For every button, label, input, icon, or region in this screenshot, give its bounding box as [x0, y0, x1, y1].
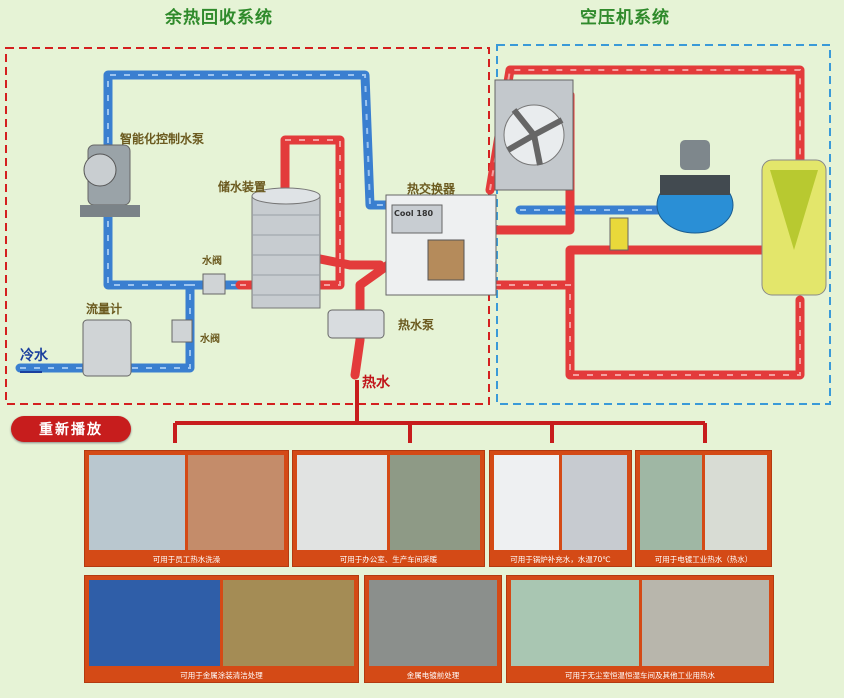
photo-panel — [705, 455, 767, 550]
waste-heat-system-boundary — [5, 47, 490, 405]
exchanger-display-text: Cool 180 — [394, 209, 434, 218]
replay-button[interactable]: 重新播放 — [11, 416, 131, 442]
filter-icon — [609, 217, 629, 251]
application-photo — [511, 580, 769, 666]
application-photo — [494, 455, 627, 550]
compressor-icon — [656, 140, 734, 234]
application-card: 可用于电镀工业热水（热水） — [635, 450, 772, 567]
application-card: 金属电镀前处理 — [364, 575, 502, 683]
cold-water-label: 冷水 — [20, 348, 48, 364]
application-photo — [297, 455, 480, 550]
valve-1-label: 水阀 — [202, 256, 222, 267]
oil-separator-tank-icon — [761, 159, 827, 296]
smart-pump-label: 智能化控制水泵 — [120, 132, 205, 146]
valve-2-label: 水阀 — [200, 334, 220, 345]
photo-panel — [640, 455, 702, 550]
application-card: 可用于金属涂装清洁处理 — [84, 575, 359, 683]
air-compressor-system-title: 空压机系统 — [580, 8, 670, 28]
flowmeter-label: 流量计 — [86, 302, 123, 316]
photo-panel — [89, 455, 185, 550]
valve-1-icon — [202, 273, 226, 295]
air-compressor-system-boundary — [496, 44, 831, 405]
photo-panel — [297, 455, 387, 550]
flowmeter-icon — [82, 319, 132, 377]
application-caption: 金属电镀前处理 — [406, 671, 460, 680]
application-card: 可用于锅炉补充水，水温70℃ — [489, 450, 632, 567]
application-photo — [640, 455, 767, 550]
photo-panel — [562, 455, 627, 550]
application-caption: 可用于无尘室恒温恒湿车间及其他工业用热水 — [565, 671, 715, 680]
application-card: 可用于员工热水洗澡 — [84, 450, 289, 567]
application-caption: 可用于员工热水洗澡 — [152, 555, 221, 564]
photo-panel — [641, 580, 769, 666]
waste-heat-system-title: 余热回收系统 — [165, 8, 273, 28]
hot-water-pump-icon — [327, 309, 385, 339]
hot-water-distribution — [173, 380, 707, 443]
hot-water-label: 热水 — [362, 375, 390, 391]
hot-water-pump-label: 热水泵 — [398, 318, 435, 332]
heat-exchanger-label: 热交换器 — [407, 182, 456, 196]
application-caption: 可用于金属涂装清洁处理 — [180, 671, 263, 680]
storage-label: 储水装置 — [218, 180, 267, 194]
photo-panel — [223, 580, 354, 666]
application-caption: 可用于办公室、生产车间采暖 — [339, 555, 438, 564]
application-photo — [89, 580, 354, 666]
application-caption: 可用于锅炉补充水，水温70℃ — [510, 555, 611, 564]
photo-panel — [511, 580, 639, 666]
photo-panel — [390, 455, 480, 550]
application-card: 可用于办公室、生产车间采暖 — [292, 450, 485, 567]
photo-panel — [188, 455, 284, 550]
storage-tank-icon — [251, 187, 321, 309]
smart-pump-icon — [80, 144, 140, 217]
photo-panel — [89, 580, 220, 666]
application-card: 可用于无尘室恒温恒湿车间及其他工业用热水 — [506, 575, 774, 683]
application-caption: 可用于电镀工业热水（热水） — [654, 555, 753, 564]
heat-exchanger-icon — [385, 194, 497, 296]
photo-panel — [494, 455, 559, 550]
photo-panel — [369, 580, 497, 666]
cooler-fan-icon — [494, 79, 574, 191]
valve-2-icon — [171, 319, 193, 343]
application-photo — [89, 455, 284, 550]
application-photo — [369, 580, 497, 666]
